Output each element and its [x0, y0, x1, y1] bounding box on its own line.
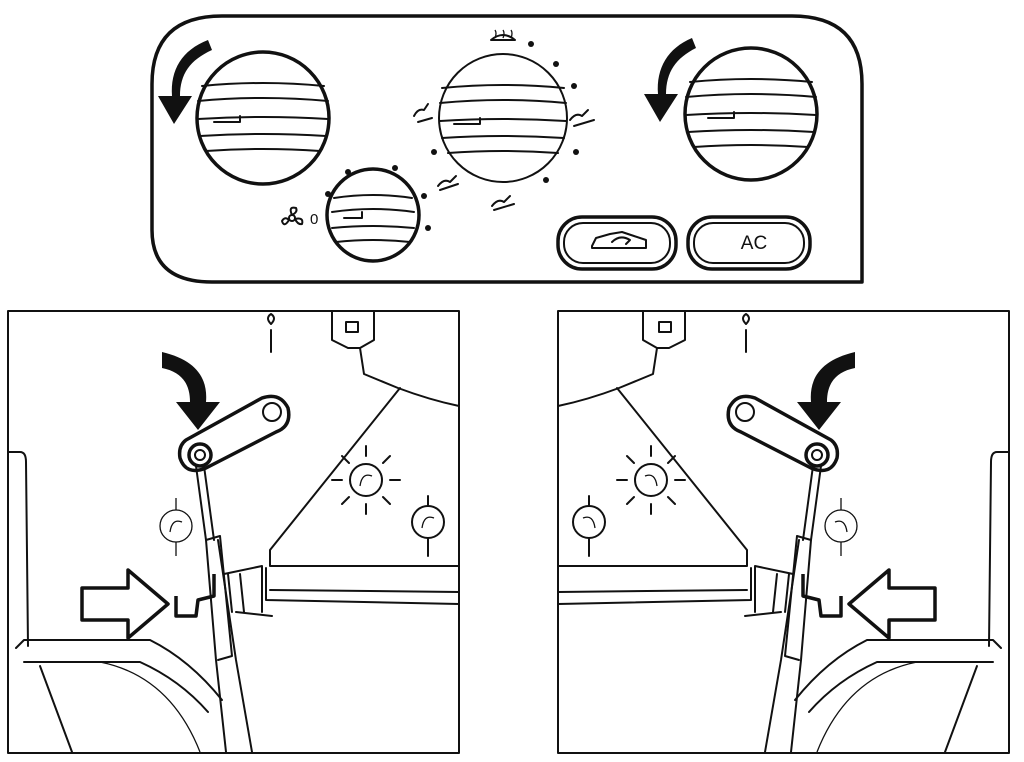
control-cable[interactable]: [195, 465, 253, 753]
light-symbol: [572, 495, 606, 557]
right-detail-frame: [557, 310, 1010, 754]
cable-clip[interactable]: [174, 565, 273, 618]
fan-speed-dots: [325, 165, 431, 231]
outline-push-arrow-icon: [80, 568, 170, 640]
panel-outline: [150, 14, 864, 284]
vent-mode-face-icon: [413, 103, 433, 123]
recirculation-car-icon: [591, 231, 647, 249]
windshield-defrost-icon: [490, 29, 516, 41]
curved-arrow-icon: [162, 352, 220, 430]
temperature-lever[interactable]: [177, 394, 291, 473]
fan-icon: [281, 206, 304, 226]
hvac-control-panel: 0 AC: [150, 14, 864, 284]
left-vent-wheel[interactable]: [195, 50, 331, 186]
knob-position-dots: [431, 41, 579, 183]
light-symbol-rays: [616, 445, 686, 515]
left-detail-frame: [7, 310, 460, 754]
right-vent-wheel[interactable]: [683, 46, 819, 182]
vent-mode-floor-defrost-icon: [491, 195, 515, 211]
curved-arrow-icon: [797, 352, 855, 430]
light-symbol: [411, 495, 445, 557]
light-symbol: [824, 498, 858, 556]
fan-speed-knob[interactable]: [325, 167, 421, 263]
curved-arrow-icon: [158, 40, 212, 124]
curved-arrow-icon: [644, 38, 696, 122]
ac-button[interactable]: AC: [686, 215, 812, 271]
cable-clip[interactable]: [744, 565, 843, 618]
mode-lever[interactable]: [726, 394, 840, 473]
outline-push-arrow-icon: [847, 568, 937, 640]
vent-mode-bilevel-icon: [569, 109, 595, 127]
fan-zero-label: 0: [310, 211, 318, 228]
light-symbol-rays: [331, 445, 401, 515]
control-cable[interactable]: [764, 465, 822, 753]
air-distribution-knob[interactable]: [438, 53, 568, 183]
light-symbol: [159, 498, 193, 556]
ac-button-label: AC: [741, 233, 767, 254]
left-detail-view: [7, 310, 460, 754]
right-detail-view: [557, 310, 1010, 754]
recirculation-button[interactable]: [556, 215, 678, 271]
vent-mode-floor-icon: [437, 175, 459, 191]
